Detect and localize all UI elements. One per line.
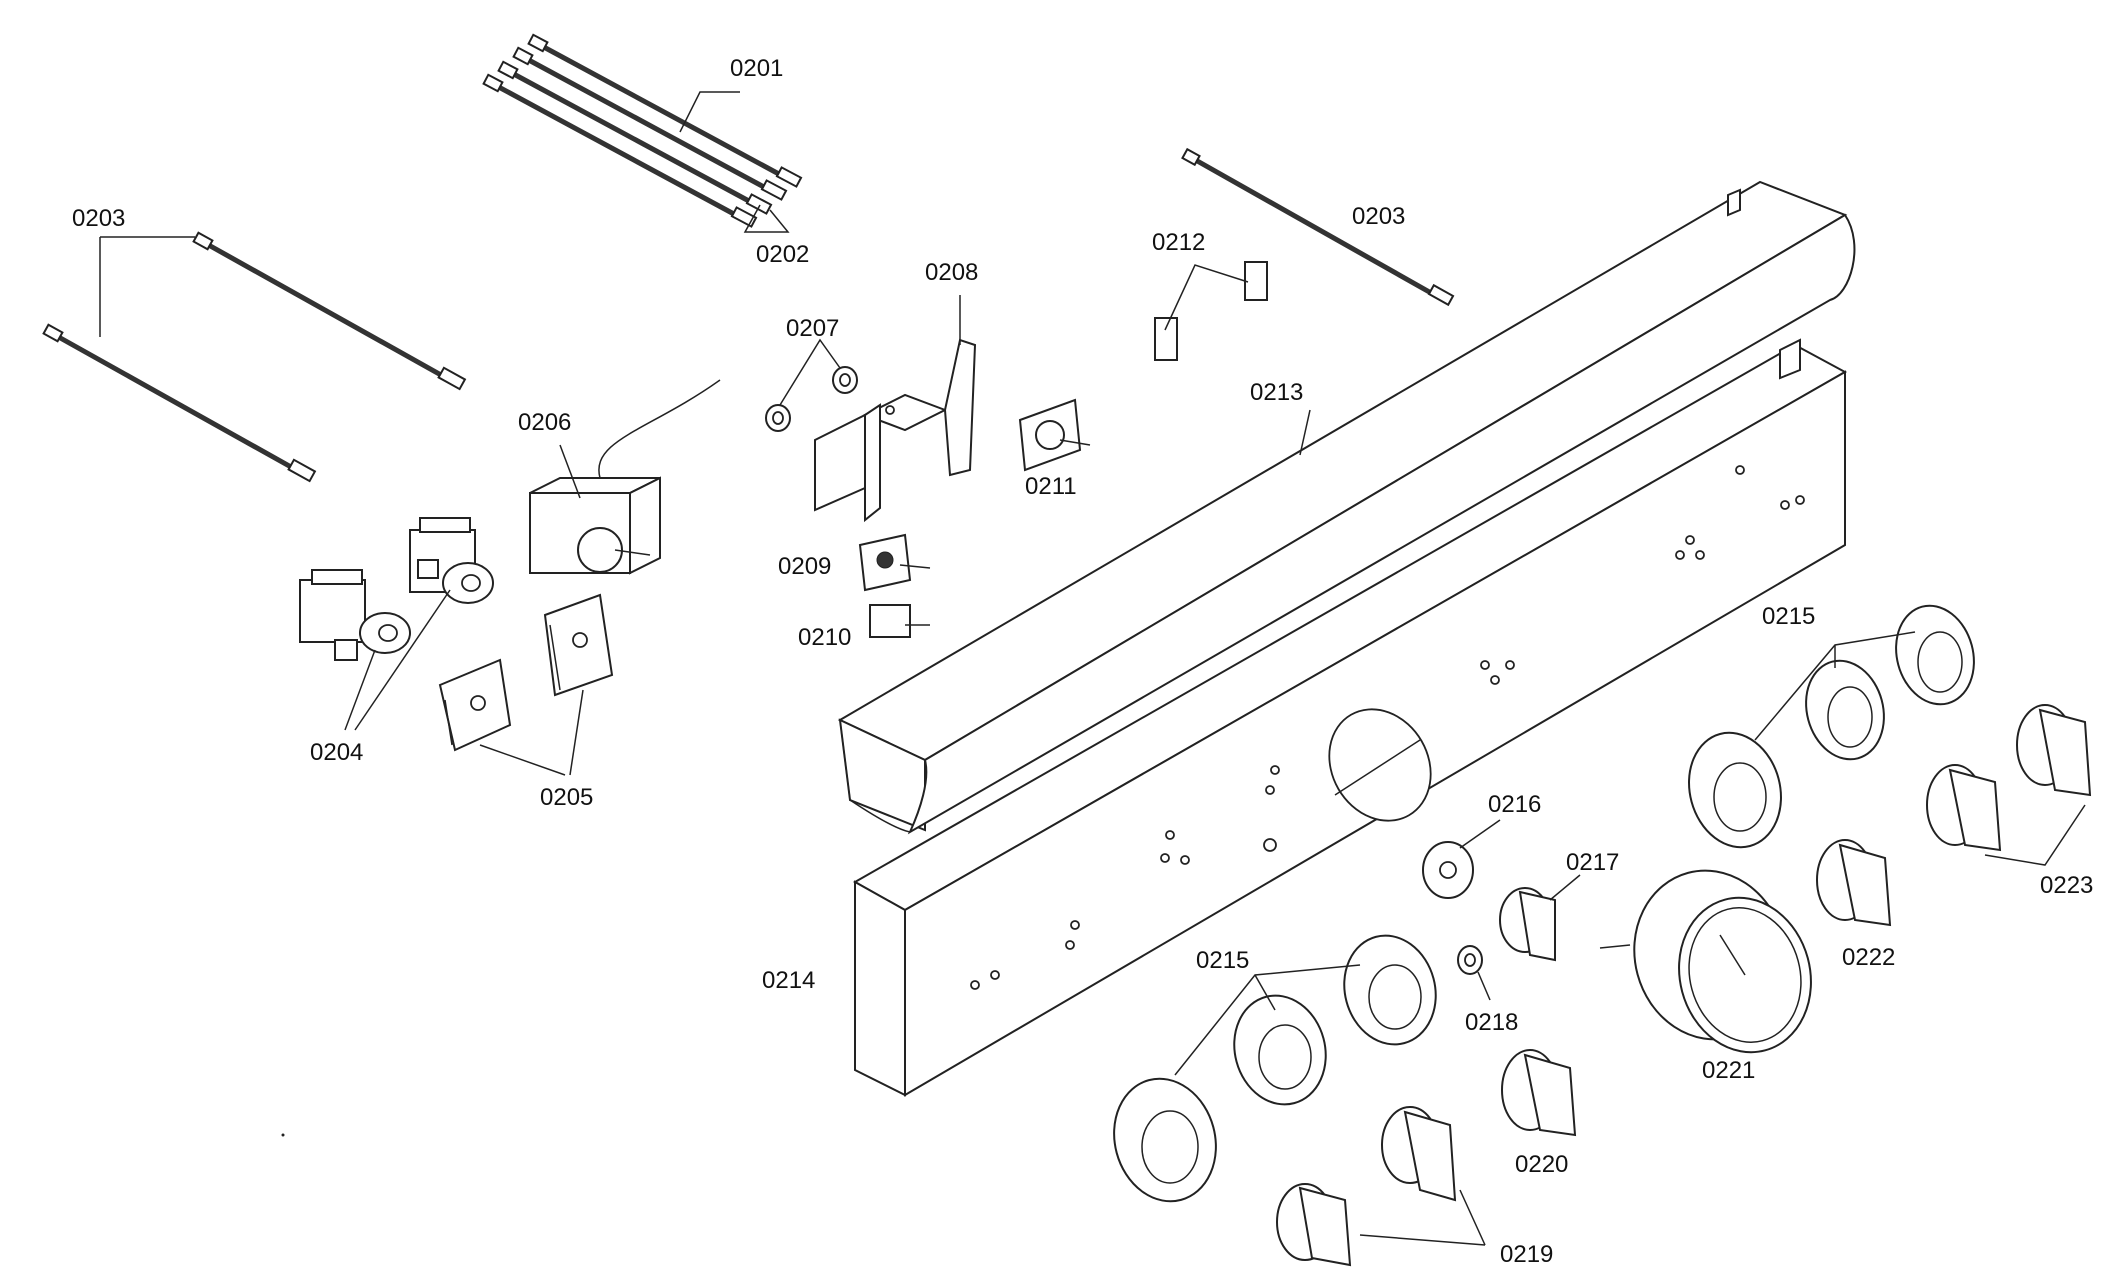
knobs-0223: [1926, 704, 2092, 852]
bracket-0208: [814, 338, 977, 523]
switch-0210: [869, 604, 930, 638]
callout-0217: 0217: [1566, 849, 1619, 876]
callout-0206: 0206: [518, 409, 571, 436]
switch-0209: [858, 533, 931, 592]
callout-0208: 0208: [925, 259, 978, 286]
callout-0204: 0204: [310, 739, 363, 766]
bezels-0215-upper: [1688, 604, 1975, 849]
callout-0205: 0205: [540, 784, 593, 811]
leader-0204: [344, 649, 376, 731]
knob-0220: [1501, 1049, 1577, 1137]
thermometer-gauge-0221: [1599, 869, 1812, 1054]
leader-0213: [1299, 409, 1311, 456]
callout-0215-upper: 0215: [1762, 603, 1815, 630]
callout-0218: 0218: [1465, 1009, 1518, 1036]
leader-0216: [1459, 819, 1501, 849]
leader-0205: [479, 744, 566, 776]
leader-0205-b: [569, 689, 584, 776]
leader-0206: [559, 444, 581, 499]
bezels-0215-lower: [1113, 934, 1437, 1203]
knobs-0219: [1276, 1106, 1457, 1267]
callout-0223: 0223: [2040, 872, 2093, 899]
callout-0215-lower: 0215: [1196, 947, 1249, 974]
callout-0220: 0220: [1515, 1151, 1568, 1178]
callout-0214: 0214: [762, 967, 815, 994]
leader-0223: [1984, 804, 2086, 866]
leader-0202: [743, 204, 790, 233]
nuts-0207: [765, 366, 858, 432]
callout-0203-right: 0203: [1352, 203, 1405, 230]
callout-0216: 0216: [1488, 791, 1541, 818]
thermostat-0206: [529, 379, 721, 575]
callout-0203-left: 0203: [72, 205, 125, 232]
callout-0222: 0222: [1842, 944, 1895, 971]
callout-0221: 0221: [1702, 1057, 1755, 1084]
callout-0212: 0212: [1152, 229, 1205, 256]
leader-0219-b: [1359, 1234, 1486, 1246]
callout-0209: 0209: [778, 553, 831, 580]
clips-0212: [1154, 261, 1268, 361]
igniter-rods-0203-left: [42, 231, 467, 483]
leader-0217: [1549, 874, 1581, 901]
knob-0217: [1499, 887, 1556, 962]
grommet-0218: [1457, 945, 1483, 975]
callout-0219: 0219: [1500, 1241, 1553, 1268]
callout-0211: 0211: [1025, 473, 1077, 500]
control-board-0205-b: [543, 593, 614, 697]
valve-0204-b: [409, 517, 494, 604]
leader-0201: [679, 91, 740, 133]
callout-0202: 0202: [756, 241, 809, 268]
leader-0207: [779, 338, 841, 406]
leader-0204-b: [354, 589, 451, 731]
back-cover-0213: [837, 180, 1856, 835]
control-panel-0214: [852, 338, 1848, 1097]
stray-dot: [281, 1133, 285, 1137]
callout-0213: 0213: [1250, 379, 1303, 406]
leader-0215-lower-b: [1254, 974, 1276, 1011]
igniter-rods-0201: [482, 33, 803, 228]
callout-0207: 0207: [786, 315, 839, 342]
knob-0222: [1816, 839, 1892, 927]
igniter-rod-0203-right: [1181, 147, 1455, 307]
callout-0201: 0201: [730, 55, 783, 82]
switch-0211: [1018, 398, 1091, 472]
leader-0212: [1164, 264, 1249, 331]
leader-0218: [1477, 971, 1491, 1001]
callout-0210: 0210: [798, 624, 851, 651]
valve-0204-a: [299, 569, 411, 661]
control-board-0205-a: [438, 658, 512, 752]
bezel-0216: [1422, 841, 1474, 899]
leader-0219: [1459, 1189, 1486, 1246]
